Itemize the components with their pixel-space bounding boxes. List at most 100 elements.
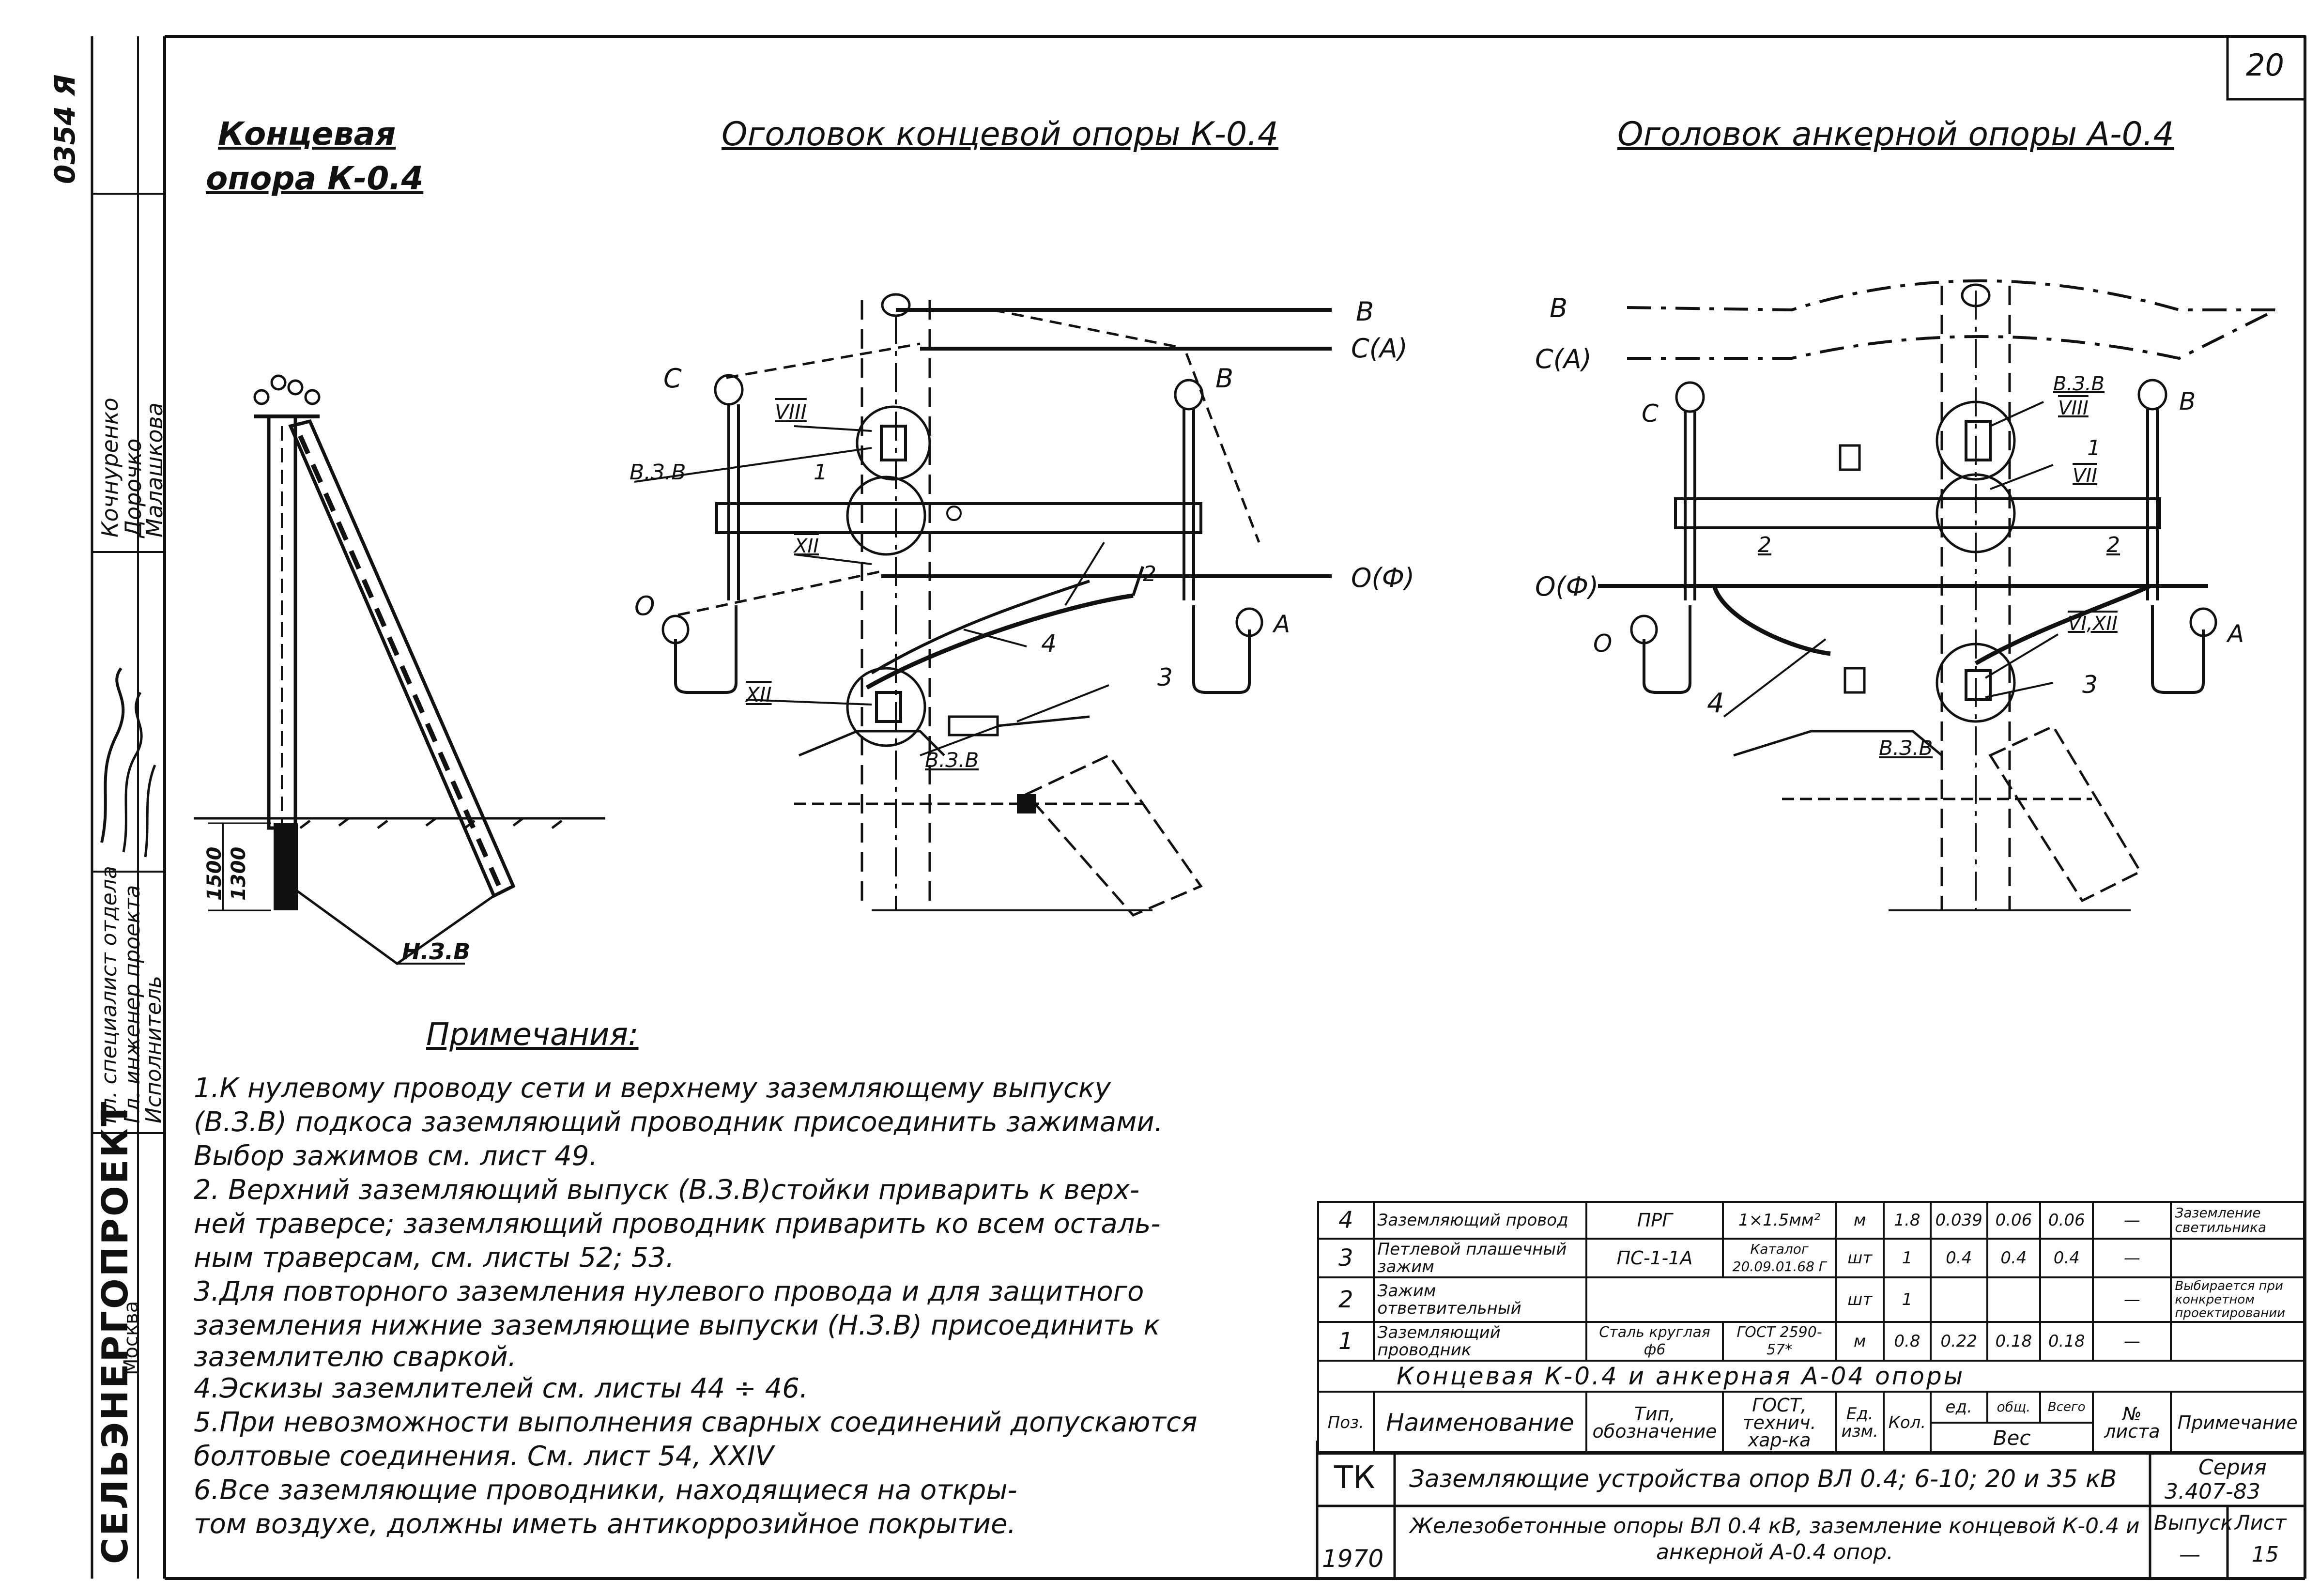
cell-note: [2170, 1321, 2305, 1362]
note-line-2: (В.З.В) подкоса заземляющий проводник пр…: [194, 1106, 1163, 1138]
tb-list-label: Лист: [2235, 1511, 2287, 1535]
tb-issue: —: [2179, 1542, 2200, 1567]
cell-name: Заземляющий провод: [1372, 1201, 1588, 1240]
right-label-VZV: В.З.В: [2053, 373, 2105, 395]
label-nzv: Н.З.В: [402, 938, 471, 965]
cell-w2: [1986, 1276, 2042, 1323]
title-middle: Оголовок концевой опоры К-0.4: [722, 115, 1279, 153]
cell-pos: 3: [1317, 1238, 1375, 1278]
cell-w1: 0.22: [1929, 1321, 1988, 1362]
tb-project: Заземляющие устройства опор ВЛ 0.4; 6-10…: [1409, 1465, 2117, 1493]
cell-note: Выбирается при конкретном проектировании: [2170, 1276, 2305, 1323]
mid-label-B: В: [1356, 296, 1374, 327]
mid-label-CA: С(А): [1351, 333, 1408, 364]
right-label-O: О: [1593, 629, 1613, 658]
table-row: 4 Заземляющий провод ПРГ 1×1.5мм² м 1.8 …: [1317, 1201, 2305, 1240]
table-row: 3 Петлевой плашечный зажим ПС-1-1А Катал…: [1317, 1238, 2305, 1278]
note-line-4: 2. Верхний заземляющий выпуск (В.З.В)сто…: [194, 1174, 1140, 1206]
note-line-8: заземления нижние заземляющие выпуски (Н…: [194, 1310, 1160, 1341]
cell-sheet: —: [2092, 1321, 2172, 1362]
table-row: 2 Зажим ответвительный шт 1 — Выбирается…: [1317, 1276, 2305, 1323]
right-label-VZV-2: В.З.В: [1879, 736, 1933, 760]
cell-qty: 1: [1883, 1276, 1932, 1323]
cell-name: Заземляющий проводник: [1372, 1321, 1588, 1362]
cell-qty: 0.8: [1883, 1321, 1932, 1362]
cell-w2: 0.06: [1986, 1201, 2042, 1240]
cell-w3: 0.18: [2039, 1321, 2094, 1362]
note-line-3: Выбор зажимов см. лист 49.: [194, 1140, 598, 1172]
table-row: 1 Заземляющий проводник Сталь круглая ф6…: [1317, 1321, 2305, 1362]
right-label-CA: С(А): [1535, 344, 1592, 374]
sheet-number: 20: [2246, 47, 2284, 83]
cell-sheet: —: [2092, 1201, 2172, 1240]
cell-unit: м: [1835, 1321, 1885, 1362]
header-sheet: № листа: [2092, 1391, 2172, 1455]
mid-label-A: А: [1274, 610, 1291, 638]
cell-unit: шт: [1835, 1238, 1885, 1278]
right-label-OF: О(Ф): [1535, 571, 1599, 602]
spec-table: 4 Заземляющий провод ПРГ 1×1.5мм² м 1.8 …: [1317, 1201, 2305, 1455]
cell-w2: 0.18: [1986, 1321, 2042, 1362]
cell-unit: шт: [1835, 1276, 1885, 1323]
right-label-A: А: [2228, 620, 2244, 648]
cell-type: [1585, 1276, 1837, 1323]
mid-label-VZV-2: В.З.В: [925, 748, 979, 772]
right-label-1: 1: [2087, 436, 2101, 460]
cell-sheet: —: [2092, 1238, 2172, 1278]
tb-issue-label: Выпуск: [2154, 1511, 2233, 1535]
note-line-9: заземлителю сваркой.: [194, 1341, 517, 1373]
title-right: Оголовок анкерной опоры А-0.4: [1617, 115, 2174, 153]
mid-label-VIII: VIII: [775, 400, 807, 424]
right-label-C: С: [1642, 399, 1659, 428]
right-label-4: 4: [1707, 688, 1724, 719]
note-line-10: 4.Эскизы заземлителей см. листы 44 ÷ 46.: [194, 1373, 808, 1404]
cell-name: Петлевой плашечный зажим: [1372, 1238, 1588, 1278]
right-label-B: В: [1550, 293, 1568, 323]
cell-note: Заземление светильника: [2170, 1201, 2305, 1240]
mid-label-B2: В: [1215, 363, 1234, 394]
cell-pos: 2: [1317, 1276, 1375, 1323]
header-w-all: Всего: [2039, 1391, 2094, 1424]
cell-type: ПС-1-1А: [1585, 1238, 1724, 1278]
note-line-11: 5.При невозможности выполнения сварных с…: [194, 1407, 1198, 1438]
cell-qty: 1: [1883, 1238, 1932, 1278]
mid-label-4: 4: [1041, 629, 1057, 658]
tb-tk: ТК: [1334, 1460, 1375, 1496]
note-line-13: 6.Все заземляющие проводники, находящиес…: [194, 1474, 1017, 1506]
note-line-7: 3.Для повторного заземления нулевого про…: [194, 1276, 1144, 1307]
right-label-VIXII: VI,XII: [2068, 613, 2118, 635]
cell-gost: ГОСТ 2590-57*: [1721, 1321, 1837, 1362]
cell-w1: 0.039: [1929, 1201, 1988, 1240]
title-left-2: опора К-0.4: [206, 160, 424, 197]
table-caption: Концевая К-0.4 и анкерная А-04 опоры: [1317, 1360, 2305, 1393]
tb-list: 15: [2252, 1542, 2279, 1567]
mid-label-C: С: [663, 363, 682, 394]
mid-label-XII-2: XII: [746, 683, 772, 706]
cell-type: Сталь круглая ф6: [1585, 1321, 1724, 1362]
cell-type: ПРГ: [1585, 1201, 1724, 1240]
table-header-row-1: Поз. Наименование Тип, обозначение ГОСТ,…: [1317, 1391, 2305, 1455]
cell-w3: 0.06: [2039, 1201, 2094, 1240]
header-w-total: общ.: [1986, 1391, 2042, 1424]
tb-series: 3.407-83: [2165, 1479, 2260, 1504]
mid-label-3: 3: [1157, 663, 1173, 691]
right-label-2b: 2: [2106, 533, 2120, 557]
cell-pos: 4: [1317, 1201, 1375, 1240]
header-unit: Ед. изм.: [1835, 1391, 1885, 1455]
cell-w3: [2039, 1276, 2094, 1323]
note-line-14: том воздухе, должны иметь антикоррозийно…: [194, 1508, 1016, 1540]
right-label-VII: VII: [2073, 465, 2097, 487]
cell-w3: 0.4: [2039, 1238, 2094, 1278]
header-qty: Кол.: [1883, 1391, 1932, 1455]
note-line-6: ным траверсам, см. листы 52; 53.: [194, 1242, 675, 1274]
table-caption-row: Концевая К-0.4 и анкерная А-04 опоры: [1317, 1360, 2305, 1393]
title-left-1: Концевая: [218, 115, 396, 153]
right-label-VIII: VIII: [2058, 397, 2089, 419]
cell-gost: 1×1.5мм²: [1721, 1201, 1837, 1240]
mid-label-O: О: [634, 591, 655, 621]
